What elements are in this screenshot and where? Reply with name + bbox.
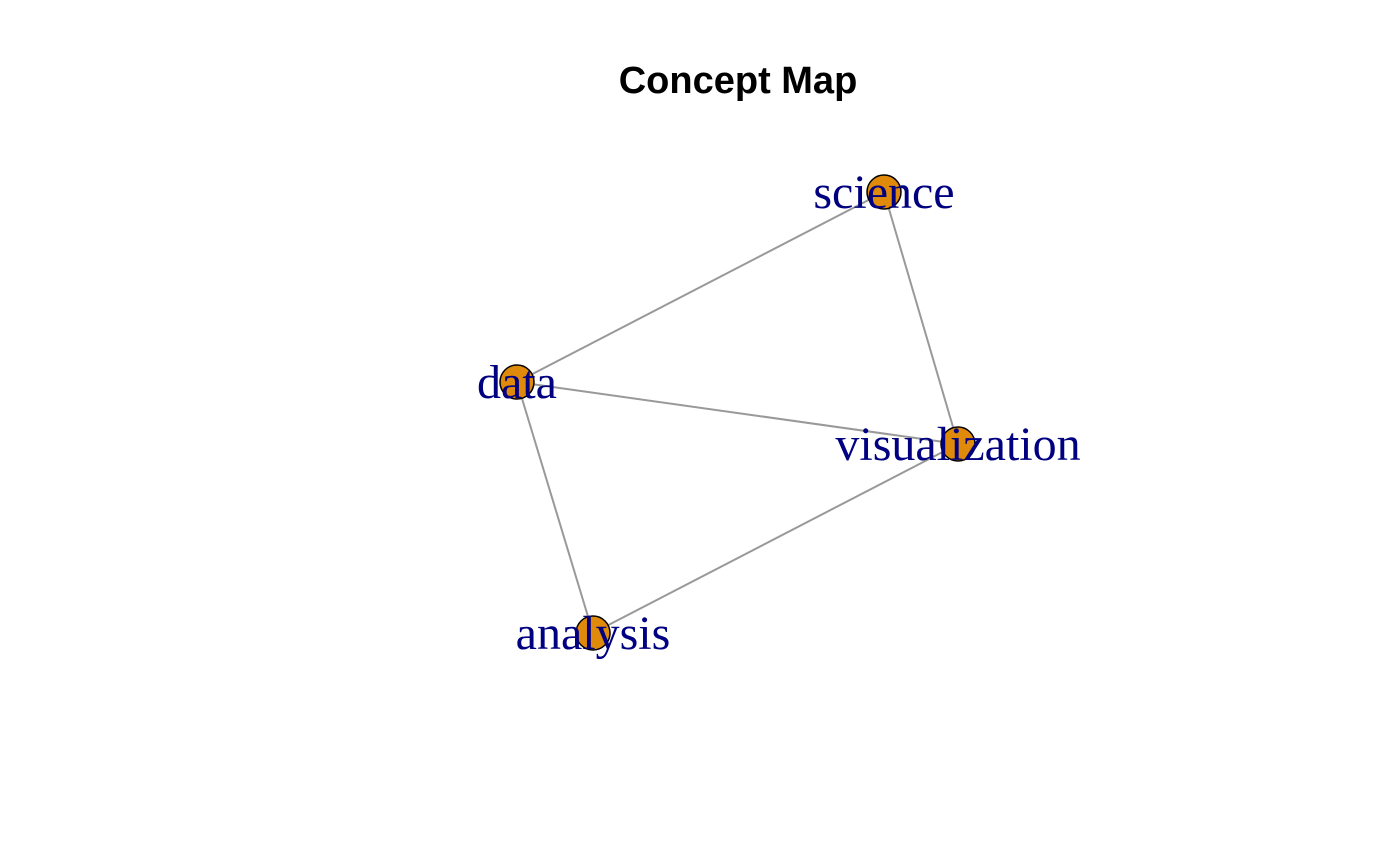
edge-data-visualization bbox=[516, 381, 959, 445]
edge-science-visualization bbox=[883, 191, 959, 445]
label-layer: science data visualization analysis bbox=[477, 166, 1081, 660]
node-label-visualization: visualization bbox=[835, 418, 1080, 471]
edge-data-science bbox=[516, 191, 885, 383]
node-science bbox=[866, 174, 902, 210]
edge-data-analysis bbox=[516, 381, 594, 634]
node-visualization bbox=[940, 426, 976, 462]
edge-layer bbox=[516, 191, 959, 634]
node-data bbox=[499, 364, 535, 400]
node-label-science: science bbox=[813, 166, 954, 219]
node-label-analysis: analysis bbox=[516, 607, 671, 660]
node-layer bbox=[499, 174, 976, 651]
node-label-data: data bbox=[477, 356, 557, 409]
diagram-title: Concept Map bbox=[619, 60, 858, 102]
edge-analysis-visualization bbox=[592, 443, 959, 634]
node-analysis bbox=[575, 615, 611, 651]
